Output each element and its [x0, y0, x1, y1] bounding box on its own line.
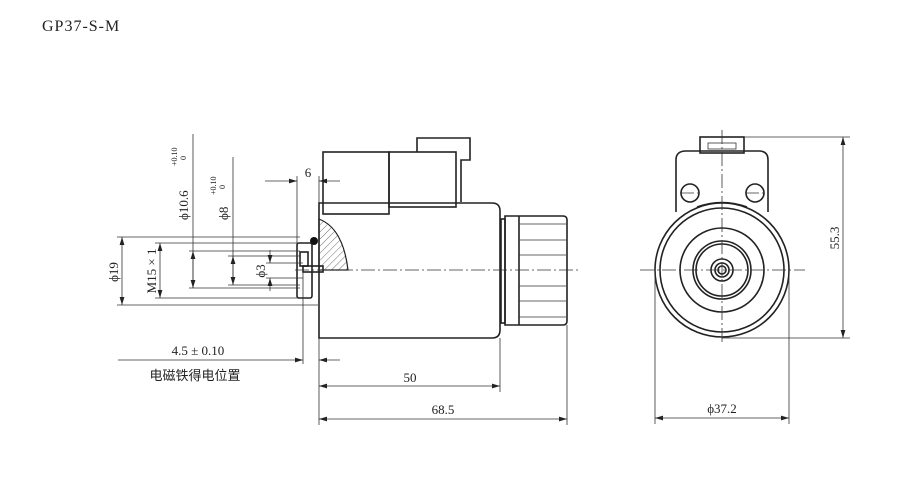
dim-68-5: 68.5 [432, 402, 455, 417]
nut [296, 242, 313, 299]
dim-stroke: 4.5 ± 0.10 [172, 343, 225, 358]
coil-body [318, 202, 501, 339]
dim-phi3: ϕ3 [253, 264, 268, 277]
side-view [295, 137, 580, 339]
stroke-note: 电磁铁得电位置 [149, 368, 240, 384]
dim-phi8: ϕ8 [216, 207, 231, 220]
dim-phi37-2: ϕ37.2 [707, 401, 737, 416]
connector-plug [322, 151, 390, 215]
connector-tab [416, 137, 471, 202]
drawing-title: GP37-S-M [42, 18, 121, 35]
dim-55-3: 55.3 [827, 227, 842, 250]
tol-lower: 0 [179, 156, 188, 160]
connector-body [388, 151, 457, 208]
manual-knob [504, 215, 568, 326]
front-view: 55.3 ϕ37.2 [640, 130, 850, 424]
tol-upper: +0.10 [170, 147, 179, 166]
left-dimensions: ϕ19 M15 × 1 ϕ10.6 +0.10 0 ϕ8 +0.10 0 ϕ3 … [106, 134, 568, 425]
dim-phi10-6: ϕ10.6 [176, 190, 191, 220]
connector-housing [675, 150, 769, 212]
dim-50: 50 [404, 370, 417, 385]
dim-phi19: ϕ19 [106, 262, 121, 282]
tol-lower: 0 [218, 185, 227, 189]
dim-m15: M15 × 1 [144, 249, 159, 294]
tol-upper: +0.10 [209, 176, 218, 195]
push-pin [302, 265, 324, 273]
dim-6: 6 [305, 165, 312, 180]
section-hatch [318, 218, 349, 271]
